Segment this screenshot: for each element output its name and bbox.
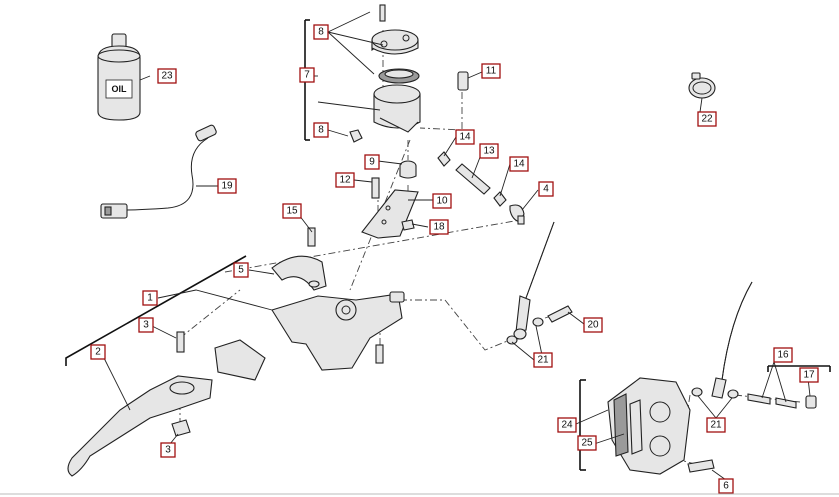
svg-text:4: 4 — [543, 184, 549, 195]
callout-labels: 1 2 3 3 4 5 6 7 8 8 9 10 11 12 13 14 14 … — [90, 24, 819, 494]
callout-12: 12 — [335, 172, 355, 188]
callout-24: 24 — [557, 417, 577, 433]
callout-16: 16 — [773, 347, 793, 363]
svg-text:14: 14 — [513, 159, 525, 170]
svg-text:20: 20 — [587, 320, 599, 331]
svg-text:21: 21 — [537, 355, 549, 366]
svg-text:3: 3 — [165, 445, 171, 456]
callout-8-upper: 8 — [313, 24, 329, 40]
svg-text:9: 9 — [369, 157, 375, 168]
callout-1: 1 — [142, 290, 158, 306]
reservoir-assembly-part — [349, 4, 469, 143]
svg-text:1: 1 — [147, 293, 153, 304]
callout-25: 25 — [577, 435, 597, 451]
svg-text:11: 11 — [486, 66, 497, 77]
svg-text:7: 7 — [304, 70, 310, 81]
svg-text:21: 21 — [710, 420, 722, 431]
callout-8-lower: 8 — [313, 122, 329, 138]
svg-text:18: 18 — [433, 222, 445, 233]
brake-caliper-part — [607, 377, 715, 475]
callout-23: 23 — [157, 68, 177, 84]
callout-13: 13 — [479, 143, 499, 159]
svg-text:2: 2 — [95, 347, 101, 358]
callout-14-left: 14 — [455, 129, 475, 145]
svg-text:16: 16 — [777, 350, 789, 361]
callout-17: 17 — [799, 367, 819, 383]
svg-text:22: 22 — [701, 114, 713, 125]
reservoir-hose-part — [437, 151, 525, 225]
brake-lever-part — [67, 331, 213, 477]
oil-label: OIL — [112, 84, 128, 94]
svg-text:15: 15 — [286, 206, 298, 217]
callout-19: 19 — [217, 178, 237, 194]
leader-lines — [101, 11, 811, 481]
callout-15: 15 — [282, 203, 302, 219]
svg-text:13: 13 — [483, 146, 495, 157]
callout-2: 2 — [90, 344, 106, 360]
svg-text:17: 17 — [803, 370, 815, 381]
callout-14-right: 14 — [509, 156, 529, 172]
callout-4: 4 — [538, 181, 554, 197]
callout-6: 6 — [718, 478, 734, 494]
callout-18: 18 — [429, 219, 449, 235]
hose-bracket-part — [361, 160, 419, 239]
callout-9: 9 — [364, 154, 380, 170]
svg-text:6: 6 — [723, 481, 729, 492]
svg-text:23: 23 — [161, 71, 173, 82]
callout-10: 10 — [432, 193, 452, 209]
svg-text:8: 8 — [318, 27, 324, 38]
svg-text:14: 14 — [459, 132, 471, 143]
callout-11: 11 — [481, 63, 501, 79]
brake-hose-upper-part — [506, 221, 573, 345]
master-cylinder-part — [214, 291, 405, 381]
svg-text:25: 25 — [581, 438, 593, 449]
grouping-brackets — [65, 19, 831, 471]
callout-3-lower: 3 — [160, 442, 176, 458]
callout-5: 5 — [233, 262, 249, 278]
hose-clamp-part — [688, 72, 716, 99]
svg-text:3: 3 — [143, 320, 149, 331]
svg-text:8: 8 — [318, 125, 324, 136]
oil-bottle-part: OIL — [97, 33, 141, 121]
callout-21-upper: 21 — [533, 352, 553, 368]
svg-text:19: 19 — [221, 181, 233, 192]
callout-3-upper: 3 — [138, 317, 154, 333]
svg-text:24: 24 — [561, 420, 573, 431]
brake-switch-wire-part — [100, 124, 217, 219]
callout-21-lower: 21 — [706, 417, 726, 433]
callout-7: 7 — [299, 67, 315, 83]
callout-22: 22 — [697, 111, 717, 127]
brake-hose-lower-part — [691, 281, 817, 409]
master-cylinder-clamp-part — [271, 227, 327, 291]
svg-text:5: 5 — [238, 265, 244, 276]
svg-text:10: 10 — [436, 196, 448, 207]
svg-text:12: 12 — [339, 175, 351, 186]
callout-20: 20 — [583, 317, 603, 333]
